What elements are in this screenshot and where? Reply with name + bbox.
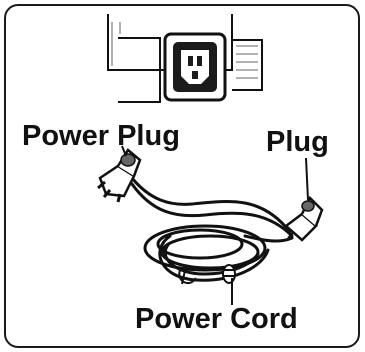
device-rear-panel <box>107 14 263 103</box>
plug-label: Plug <box>266 126 329 158</box>
iec-connector-icon <box>284 195 324 242</box>
uk-mains-plug-icon <box>97 148 142 203</box>
coiled-cable-icon <box>130 176 294 282</box>
ac-inlet-socket-icon <box>163 32 227 102</box>
power-plug-label: Power Plug <box>22 120 180 152</box>
power-cord-label: Power Cord <box>135 303 298 335</box>
leader-lines <box>121 145 309 305</box>
